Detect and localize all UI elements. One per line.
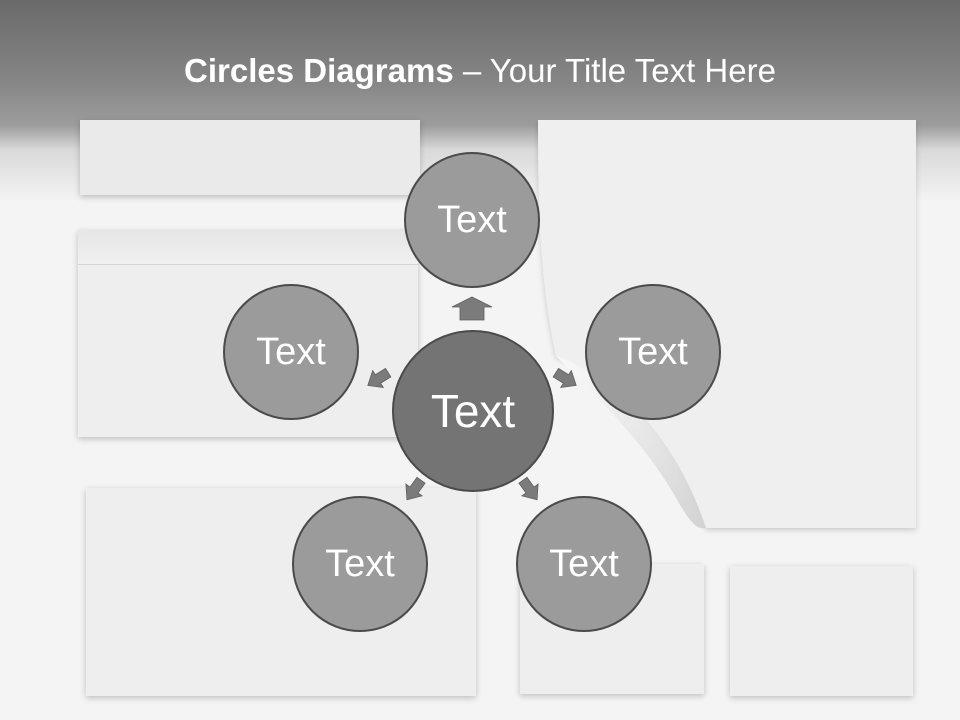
circle-node-top-label: Text	[437, 199, 507, 241]
circle-node-top: Text	[404, 152, 540, 288]
circle-node-bottom-left: Text	[292, 496, 428, 632]
arrow-to-bottom-left	[405, 476, 426, 501]
circle-center-label: Text	[430, 385, 516, 437]
page-title: Circles Diagrams – Your Title Text Here	[0, 52, 960, 90]
arrow-to-top	[451, 296, 493, 321]
background-paper-top-left	[80, 120, 420, 195]
background-card-small-2	[730, 566, 913, 696]
circle-node-left: Text	[223, 284, 359, 420]
arrow-to-right	[552, 367, 577, 388]
circle-node-right: Text	[585, 284, 721, 420]
page-title-bold: Circles Diagrams	[184, 52, 454, 89]
circle-node-left-label: Text	[256, 331, 326, 373]
circle-center: Text	[392, 330, 554, 492]
circle-node-right-label: Text	[618, 331, 688, 373]
circle-node-bottom-right: Text	[516, 496, 652, 632]
circle-node-bottom-left-label: Text	[325, 543, 395, 585]
background-letter-curled	[538, 120, 916, 529]
arrow-to-left	[367, 367, 392, 388]
arrow-to-bottom-right	[518, 476, 539, 501]
page-title-rest: – Your Title Text Here	[453, 52, 776, 89]
background-envelope-flap	[78, 230, 418, 265]
circle-node-bottom-right-label: Text	[549, 543, 619, 585]
